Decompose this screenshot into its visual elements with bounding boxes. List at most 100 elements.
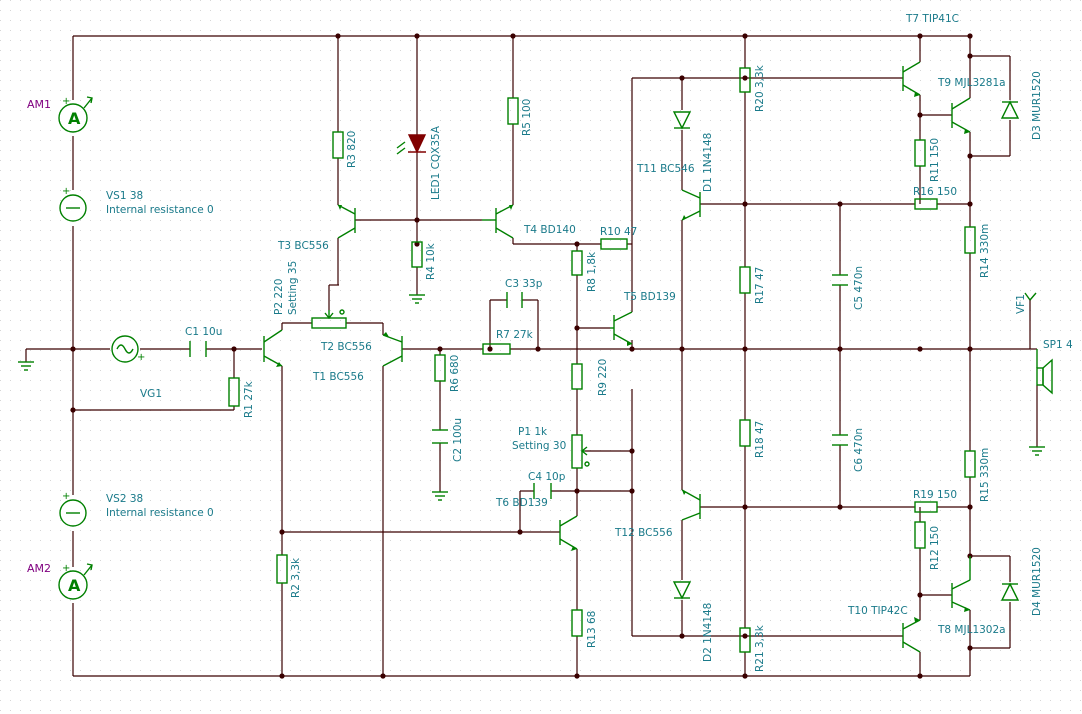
am1-plus: + [62, 96, 70, 107]
label-sp1: SP1 4 [1043, 339, 1073, 351]
label-r17: R17 47 [754, 267, 766, 304]
transistor-arrows [276, 92, 970, 622]
ground-symbol-r4 [409, 294, 425, 304]
potentiometer-p1 [571, 434, 590, 469]
label-t7: T7 TIP41C [905, 13, 959, 25]
label-t6: T6 BD139 [495, 497, 548, 509]
label-t2: T2 BC556 [320, 341, 372, 353]
label-r4: R4 10k [425, 242, 437, 280]
ground-symbol-left [18, 361, 34, 371]
capacitor-c3 [506, 292, 523, 308]
ammeter-am2-glyph: A [68, 576, 81, 595]
resistor-r2 [276, 554, 288, 584]
label-r1: R1 27k [243, 380, 255, 418]
label-r2: R2 3,3k [290, 557, 302, 598]
resistor-r11 [914, 139, 926, 167]
meter-labels: AM1 AM2 [27, 98, 51, 575]
label-vg1: VG1 [140, 388, 162, 400]
resistor-r13 [571, 609, 583, 637]
label-c5: C5 470n [853, 266, 865, 310]
ground-symbol-c2 [432, 491, 448, 501]
label-t10: T10 TIP42C [847, 605, 908, 617]
label-r15: R15 330m [979, 448, 991, 502]
resistor-r18 [739, 419, 751, 447]
potentiometer-p2 [311, 309, 347, 329]
signal-generator-vg1 [111, 335, 139, 363]
label-r6: R6 680 [449, 355, 461, 392]
ammeter-am2 [58, 563, 93, 600]
label-r13: R13 68 [586, 611, 598, 648]
label-c4: C4 10p [528, 471, 566, 483]
diode-d2 [672, 581, 692, 600]
capacitor-c2 [432, 429, 448, 444]
label-t4: T4 BD140 [523, 224, 576, 236]
label-d1: D1 1N4148 [702, 133, 714, 192]
label-r5: R5 100 [521, 99, 533, 136]
label-vf1: VF1 [1015, 294, 1027, 314]
wires [25, 35, 1038, 677]
vs1-plus: + [62, 186, 70, 197]
capacitor-c5 [832, 274, 848, 286]
component-labels-vertical: R1 27k R2 3,3k P2 220 Setting 35 R3 820 … [243, 64, 1043, 672]
resistor-r5 [507, 97, 519, 125]
ground-symbol-speaker [1029, 446, 1045, 456]
label-c6: C6 470n [853, 428, 865, 472]
label-r10: R10 47 [600, 226, 637, 238]
label-t3: T3 BC556 [277, 240, 329, 252]
label-p1: P1 1k [518, 426, 548, 438]
label-r11: R11 150 [929, 138, 941, 182]
label-r3: R3 820 [346, 131, 358, 168]
label-c3: C3 33p [505, 278, 543, 290]
label-t11: T11 BC546 [636, 163, 695, 175]
resistor-r17 [739, 266, 751, 294]
transistor-t2 [382, 334, 403, 367]
label-am1: AM1 [27, 98, 51, 111]
capacitor-c1 [189, 341, 207, 357]
label-r7: R7 27k [496, 329, 534, 341]
label-t12: T12 BC556 [614, 527, 673, 539]
resistor-r6 [434, 354, 446, 382]
label-d3: D3 MUR1520 [1031, 71, 1043, 140]
diode-d3 [1000, 100, 1020, 119]
junctions [70, 33, 973, 679]
label-am2: AM2 [27, 562, 51, 575]
resistor-r4 [411, 241, 423, 268]
vs2-plus: + [62, 491, 70, 502]
label-vs1-ir: Internal resistance 0 [106, 204, 214, 216]
label-t8: T8 MJL1302a [937, 624, 1006, 636]
resistor-r9 [571, 363, 583, 390]
am2-plus: + [62, 563, 70, 574]
label-vs1: VS1 38 [106, 190, 143, 202]
resistor-r8 [571, 250, 583, 276]
label-d4: D4 MUR1520 [1031, 547, 1043, 616]
label-r19: R19 150 [913, 489, 957, 501]
label-r8: R8 1,8k [586, 251, 598, 292]
label-r9: R9 220 [597, 359, 609, 396]
label-r20: R20 3,3k [754, 64, 766, 112]
label-p2-setting: Setting 35 [287, 261, 299, 315]
vg1-plus: + [137, 352, 145, 363]
transistor-t10 [902, 619, 921, 653]
label-c2: C2 100u [452, 418, 464, 462]
component-labels: VS1 38 Internal resistance 0 VS2 38 Inte… [106, 13, 1073, 636]
label-r18: R18 47 [754, 421, 766, 458]
voltage-source-vs1 [59, 194, 87, 222]
label-p1-setting: Setting 30 [512, 440, 566, 452]
label-t9: T9 MJL3281a [937, 77, 1006, 89]
resistor-r16 [914, 198, 938, 210]
label-p2: P2 220 [273, 279, 285, 315]
led-led1 [396, 134, 427, 155]
label-vs2: VS2 38 [106, 493, 143, 505]
resistor-r20 [739, 67, 751, 93]
label-vs2-ir: Internal resistance 0 [106, 507, 214, 519]
resistor-r15 [964, 450, 976, 478]
label-c1: C1 10u [185, 326, 222, 338]
capacitor-c4 [533, 483, 552, 499]
label-t1: T1 BC556 [312, 371, 364, 383]
resistor-r19 [914, 501, 938, 513]
diode-d4 [1000, 582, 1020, 601]
resistor-r7 [482, 343, 511, 355]
voltage-source-vs2 [59, 499, 87, 527]
